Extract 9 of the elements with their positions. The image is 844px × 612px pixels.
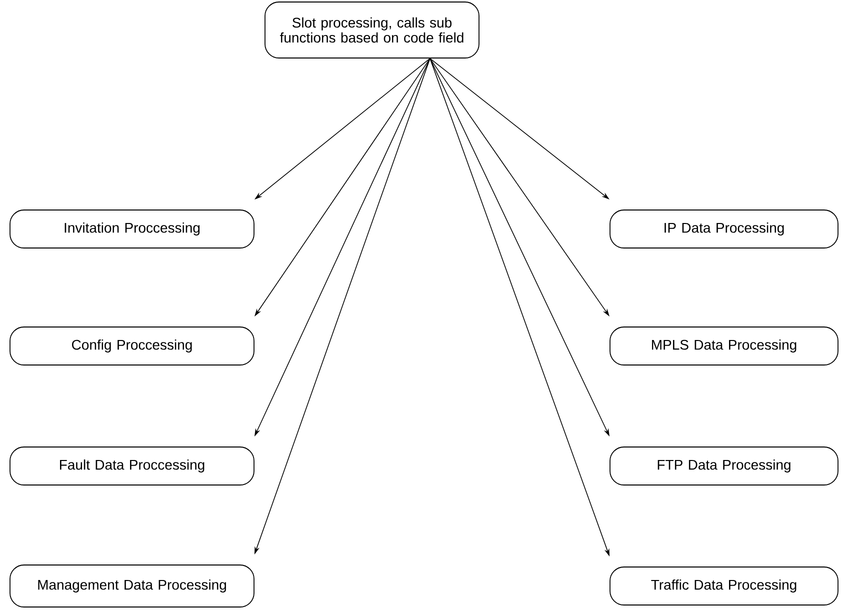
process-box: FTP Data Processing bbox=[610, 446, 838, 486]
process-box: Traffic Data Processing bbox=[610, 566, 838, 606]
start-box: Slot processing, calls sub functions based on code field bbox=[264, 2, 480, 58]
process-box: Config Proccessing bbox=[10, 326, 254, 366]
process-box: IP Data Processing bbox=[610, 210, 838, 248]
process-box: Invitation Proccessing bbox=[10, 210, 254, 248]
process-box: MPLS Data Processing bbox=[610, 326, 838, 366]
process-box: Management Data Processing bbox=[10, 564, 254, 608]
process-box: Fault Data Proccessing bbox=[10, 446, 254, 486]
